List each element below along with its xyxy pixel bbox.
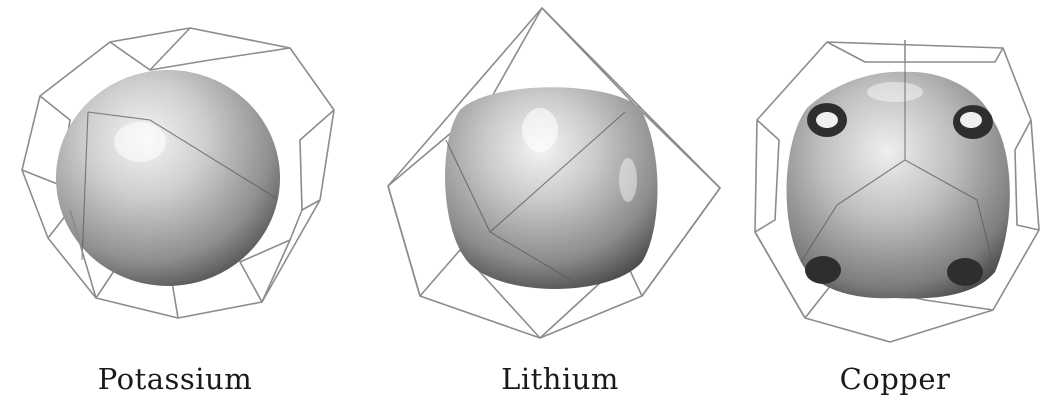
potassium-illustration (0, 0, 350, 350)
neck-opening (960, 112, 982, 128)
fermi-surface-potassium (56, 70, 280, 286)
specular-highlight (867, 82, 923, 102)
copper-illustration (745, 0, 1045, 350)
caption-potassium: Potassium (0, 362, 350, 396)
neck-opening (947, 258, 983, 286)
specular-highlight (114, 122, 166, 162)
caption-lithium: Lithium (380, 362, 740, 396)
panel-potassium: Potassium (0, 0, 350, 407)
caption-copper: Copper (745, 362, 1045, 396)
specular-highlight (619, 158, 637, 202)
panel-lithium: Lithium (380, 0, 740, 407)
specular-highlight (522, 108, 558, 152)
lithium-illustration (380, 0, 740, 350)
panel-copper: Copper (745, 0, 1045, 407)
neck-opening (816, 112, 838, 128)
neck-opening (805, 256, 841, 284)
